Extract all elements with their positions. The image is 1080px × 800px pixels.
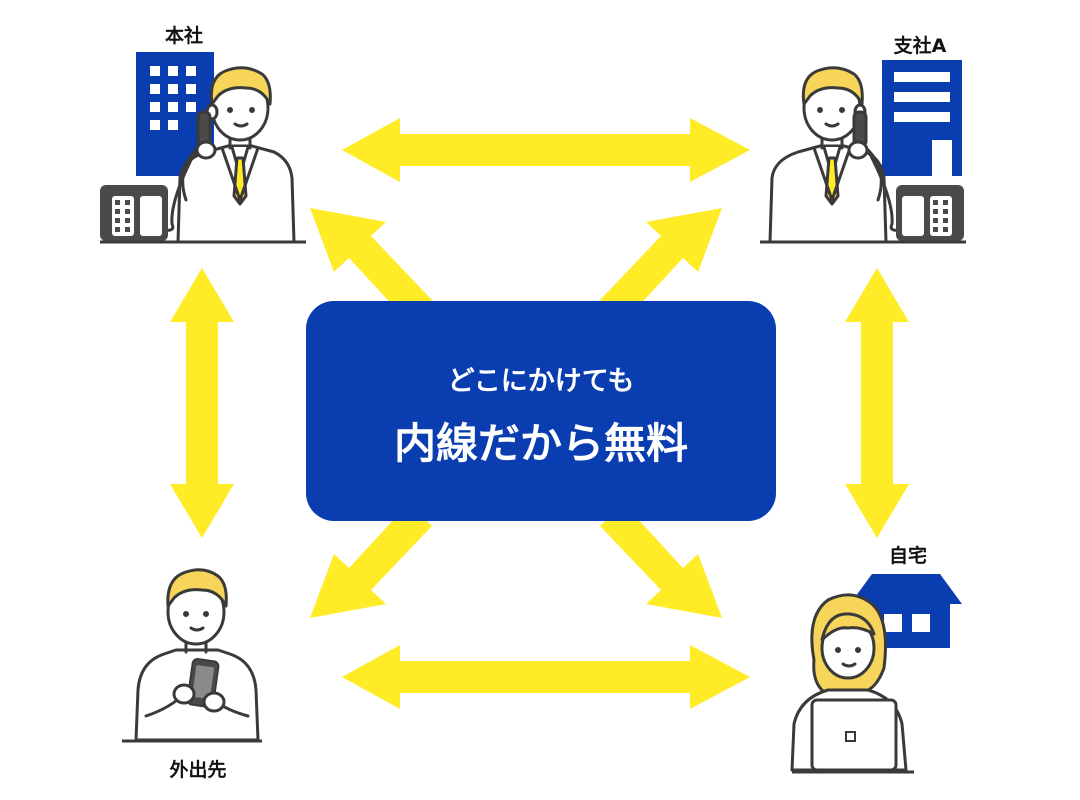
laptop-icon bbox=[810, 698, 898, 772]
office-building-icon bbox=[882, 60, 962, 176]
businessman-on-phone-icon bbox=[768, 66, 904, 244]
arrow-center-headoffice bbox=[310, 208, 432, 322]
remote-label: 外出先 bbox=[169, 758, 226, 781]
arrow-branch-home bbox=[845, 268, 909, 538]
desk-phone-icon bbox=[100, 185, 168, 241]
connection-arrows bbox=[170, 118, 909, 709]
arrow-center-remote bbox=[310, 504, 432, 618]
businessman-on-phone-icon bbox=[160, 66, 296, 244]
node-home: 自宅 bbox=[790, 544, 962, 774]
node-branch-a: 支社A bbox=[760, 34, 966, 244]
head-office-label: 本社 bbox=[165, 24, 203, 47]
center-subtitle: どこにかけても bbox=[448, 366, 635, 397]
person-with-smartphone-icon bbox=[134, 568, 260, 742]
arrow-headoffice-remote bbox=[170, 268, 234, 538]
center-title: 内線だから無料 bbox=[394, 419, 688, 468]
branch-a-label: 支社A bbox=[893, 34, 947, 57]
home-label: 自宅 bbox=[889, 544, 927, 567]
center-message-box: どこにかけても 内線だから無料 bbox=[306, 301, 776, 521]
arrow-center-branch bbox=[600, 208, 722, 322]
arrow-remote-home bbox=[342, 645, 750, 709]
node-head-office: 本社 bbox=[100, 24, 306, 244]
node-remote: 外出先 bbox=[122, 568, 262, 781]
house-icon bbox=[850, 574, 962, 648]
smartphone-icon bbox=[172, 658, 226, 713]
arrow-center-home bbox=[600, 504, 722, 618]
desk-phone-icon bbox=[896, 185, 964, 241]
arrow-headoffice-branch bbox=[342, 118, 750, 182]
